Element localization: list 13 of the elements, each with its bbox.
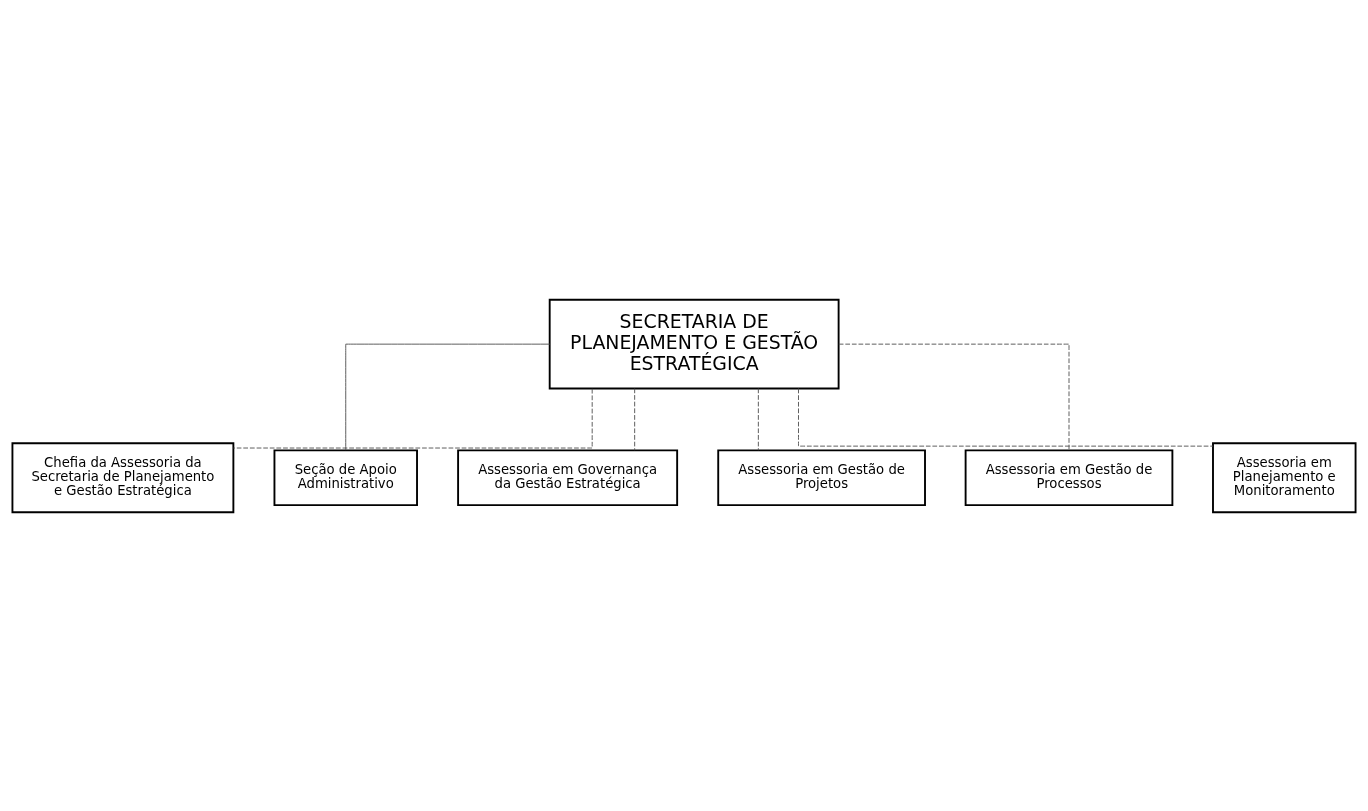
connector <box>838 343 1070 451</box>
node-box: Assessoria em Gestão de Projetos <box>717 448 926 506</box>
node-box: Chefia da Assessoria da Secretaria de Planejamento e Gestão Estratégica <box>11 441 235 513</box>
node-box: Seção de Apoio Administrativo <box>273 448 418 506</box>
node-box: Assessoria em Planejamento e Monitoramento <box>1212 441 1357 513</box>
connector <box>798 387 1214 447</box>
node-box: Assessoria em Gestão de Processos <box>964 448 1174 506</box>
connector <box>233 387 593 448</box>
connector <box>345 343 551 451</box>
connector <box>634 387 636 451</box>
node-box: Assessoria em Governança da Gestão Estratégica <box>457 448 679 506</box>
connector <box>757 387 759 451</box>
node-box: SECRETARIA DE PLANEJAMENTO E GESTÃO ESTRATÉGICA <box>548 298 840 389</box>
